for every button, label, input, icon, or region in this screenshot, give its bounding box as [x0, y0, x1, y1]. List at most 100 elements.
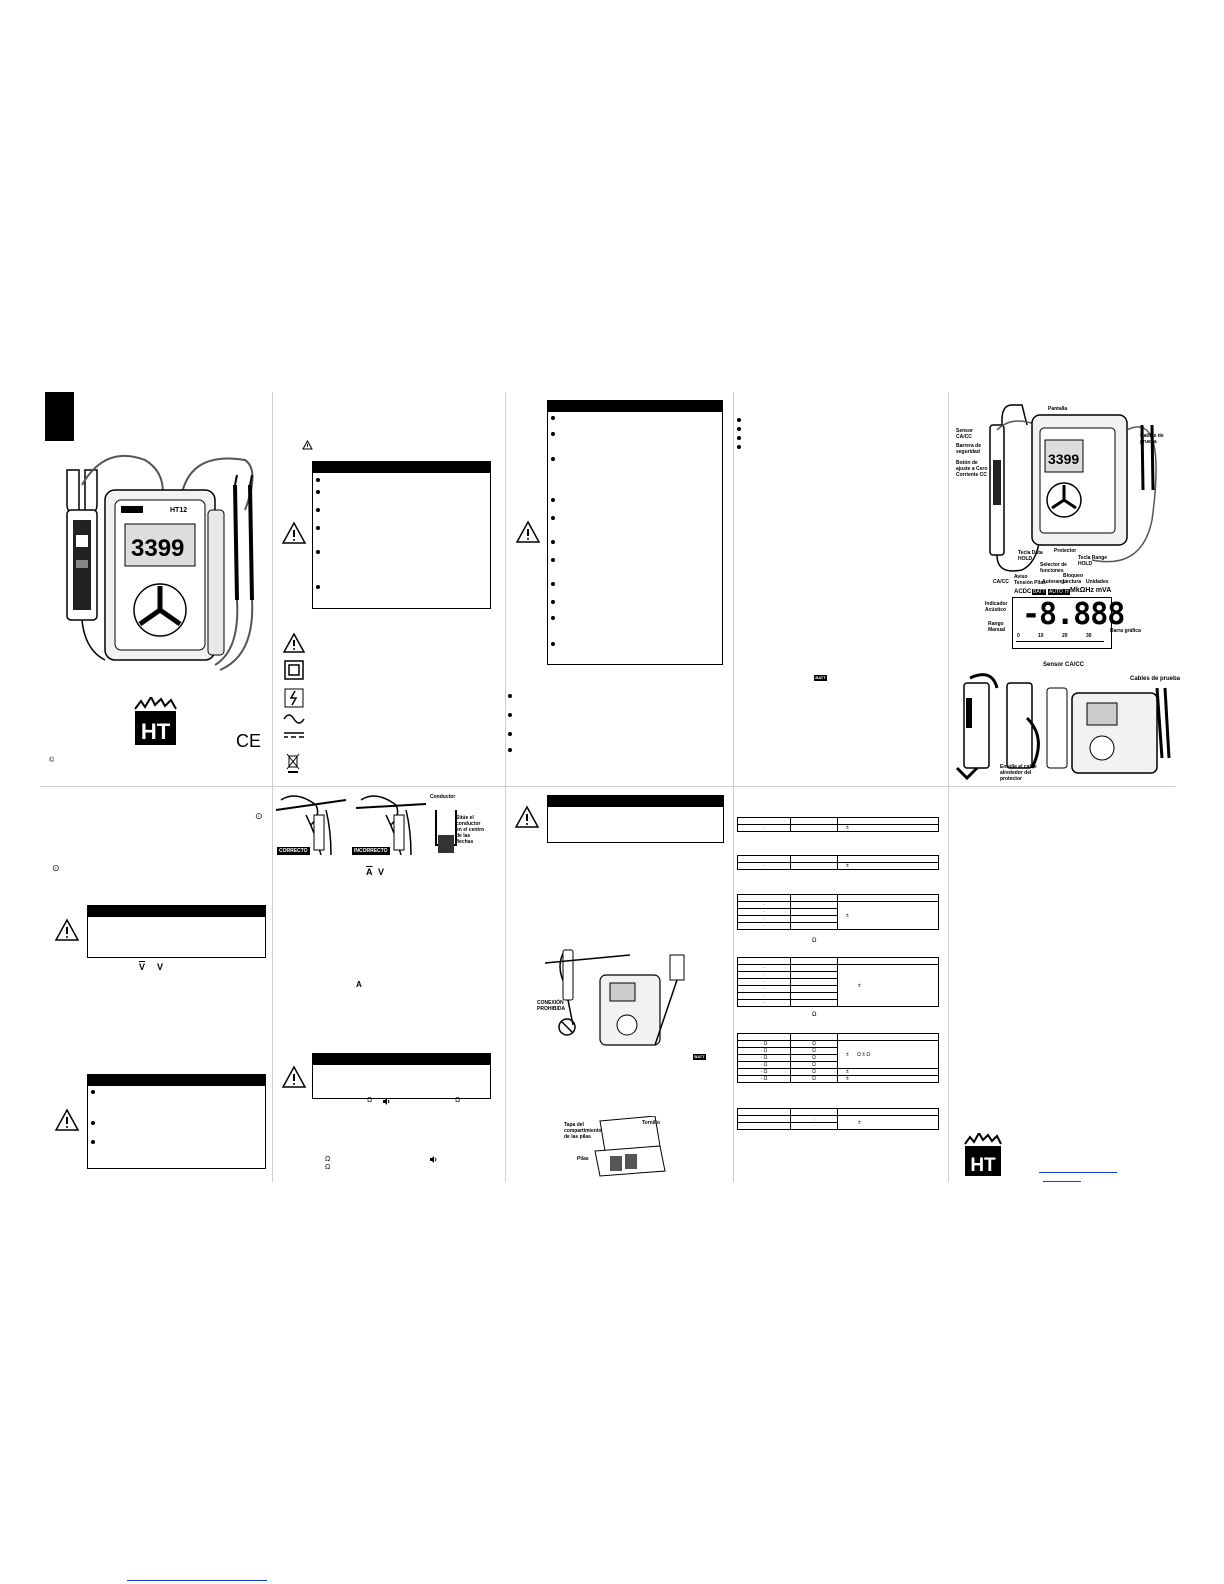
copyright-symbol: ©: [49, 757, 55, 764]
bullet: [737, 427, 741, 431]
ohm-symbol: Ω: [763, 1055, 768, 1061]
double-insulation-icon: [284, 660, 304, 680]
bullet: [91, 1121, 95, 1125]
ohm-symbol: Ω: [866, 1051, 871, 1058]
speaker-icon: [383, 1098, 390, 1105]
hold-symbol-icon: ⊙: [255, 811, 263, 821]
lcd-scale-0: 0: [1017, 633, 1020, 639]
plus-minus-symbol: ±: [837, 824, 939, 832]
spec-table: ·±: [737, 855, 939, 870]
warning-triangle-icon: [281, 521, 307, 544]
model-label: HT12: [170, 507, 187, 514]
warning-box: [87, 905, 266, 958]
weee-bin-icon: [286, 753, 300, 773]
bullet: [737, 436, 741, 440]
label-barrera: Barrera de seguridad: [956, 443, 982, 455]
spec-table: ·± ·: [737, 1108, 939, 1130]
website-link[interactable]: [1039, 1172, 1117, 1173]
bullet: [91, 1140, 95, 1144]
lcd-h: H: [1064, 589, 1070, 595]
language-tab: [45, 392, 74, 441]
cover-instrument-illustration: HT12 3399: [66, 454, 254, 671]
plus-minus-symbol: ±: [837, 862, 939, 870]
label-cables-bottom: Cables de prueba: [1130, 676, 1181, 682]
bullet: [508, 713, 512, 717]
lcd-label-aviso: Aviso Tensión Pilas: [1014, 574, 1046, 586]
warning-triangle-icon: [515, 520, 541, 543]
spec-table: ·± · · ·: [737, 894, 939, 930]
bullet: [316, 550, 320, 554]
column-divider: [272, 392, 273, 1182]
label-tecla-hold: Tecla Data HOLD: [1018, 550, 1043, 562]
bullet: [316, 526, 320, 530]
bullet: [551, 416, 555, 420]
warning-triangle-icon: [281, 1065, 307, 1088]
label-correcto: CORRECTO: [277, 847, 310, 855]
email-link[interactable]: [1043, 1181, 1081, 1182]
ohm-symbol: Ω: [763, 1041, 768, 1047]
warning-triangle-icon: [54, 1108, 80, 1131]
label-pilas: Pilas: [577, 1156, 589, 1162]
lcd-scale-bar: [1016, 641, 1104, 642]
ac-voltage-symbol: V: [378, 867, 385, 877]
high-voltage-icon: [284, 688, 304, 708]
label-enrolle: Enrolle el cable alrededor del protector: [1000, 764, 1037, 782]
lcd-label-bloqueo: Bloqueo Lectura: [1063, 573, 1083, 585]
warning-box: [312, 461, 491, 609]
battery-indicator-icon: BATT: [814, 675, 827, 681]
battery-indicator-icon: BATT: [693, 1054, 706, 1060]
column-divider: [948, 392, 949, 1182]
ohm-symbol: Ω: [812, 938, 817, 944]
bullet: [737, 445, 741, 449]
footer-link[interactable]: [127, 1580, 267, 1581]
caution-symbol-icon: [283, 633, 305, 653]
bullet: [551, 498, 555, 502]
label-boton: Botón de ajuste a Cero Corriente CC: [956, 460, 988, 478]
plus-minus-symbol: ±: [837, 1075, 939, 1083]
hold-symbol-icon: ⊙: [52, 863, 60, 873]
label-conductor: Conductor: [430, 794, 456, 800]
ht-logo: HT: [134, 697, 177, 745]
brand-name: HT: [141, 719, 171, 744]
bullet: [508, 748, 512, 752]
warning-box: [87, 1074, 266, 1169]
label-cables: Cables de prueba: [1140, 433, 1164, 445]
battery-replacement-diagram: [594, 1116, 666, 1177]
ohm-symbol: Ω: [812, 1076, 816, 1082]
lcd-units: MkΩHz mVA: [1070, 587, 1112, 594]
dc-current-symbol: A: [366, 867, 373, 877]
speaker-icon: [430, 1156, 437, 1163]
bullet: [737, 418, 741, 422]
lcd-label-indicador: Indicador Acústico: [985, 601, 1008, 613]
ohm-symbol: Ω: [812, 1041, 816, 1047]
lcd-label-barra: Barra gráfica: [1110, 628, 1141, 634]
ohm-symbol: Ω: [367, 1097, 373, 1104]
bullet: [508, 732, 512, 736]
bullet: [316, 478, 320, 482]
bullet: [551, 516, 555, 520]
label-tecla-range: Tecla Range HOLD: [1078, 555, 1108, 567]
ohm-symbol: Ω: [763, 1076, 768, 1082]
diagram-display-reading: 3399: [1048, 451, 1079, 467]
label-sensor: Sensor CA/CC: [956, 428, 973, 440]
column-divider: [505, 392, 506, 1182]
lcd-batt: BATT: [1032, 589, 1047, 595]
warning-triangle-icon: [302, 440, 313, 450]
bullet: [316, 490, 320, 494]
ohm-symbol: Ω: [763, 1069, 768, 1075]
ohm-symbol: Ω: [763, 1062, 768, 1068]
bullet: [508, 694, 512, 698]
row-divider: [40, 786, 1175, 787]
label-protector: Protector: [1054, 548, 1077, 554]
ac-voltage-symbol: V: [157, 962, 164, 972]
spec-table: ·± · · · · ·: [737, 957, 939, 1007]
plus-minus-symbol: ±: [846, 1051, 849, 1058]
ohm-symbol: Ω: [857, 1051, 861, 1058]
ohm-symbol: Ω: [812, 1055, 816, 1061]
prohibited-connection-diagram: [545, 949, 685, 1046]
label-incorrecto: INCORRECTO: [352, 847, 390, 855]
bullet: [551, 540, 555, 544]
display-reading: 3399: [131, 535, 184, 562]
lcd-digits: -8.888: [1022, 597, 1125, 632]
label-tornillo: Tornillo: [642, 1120, 660, 1126]
